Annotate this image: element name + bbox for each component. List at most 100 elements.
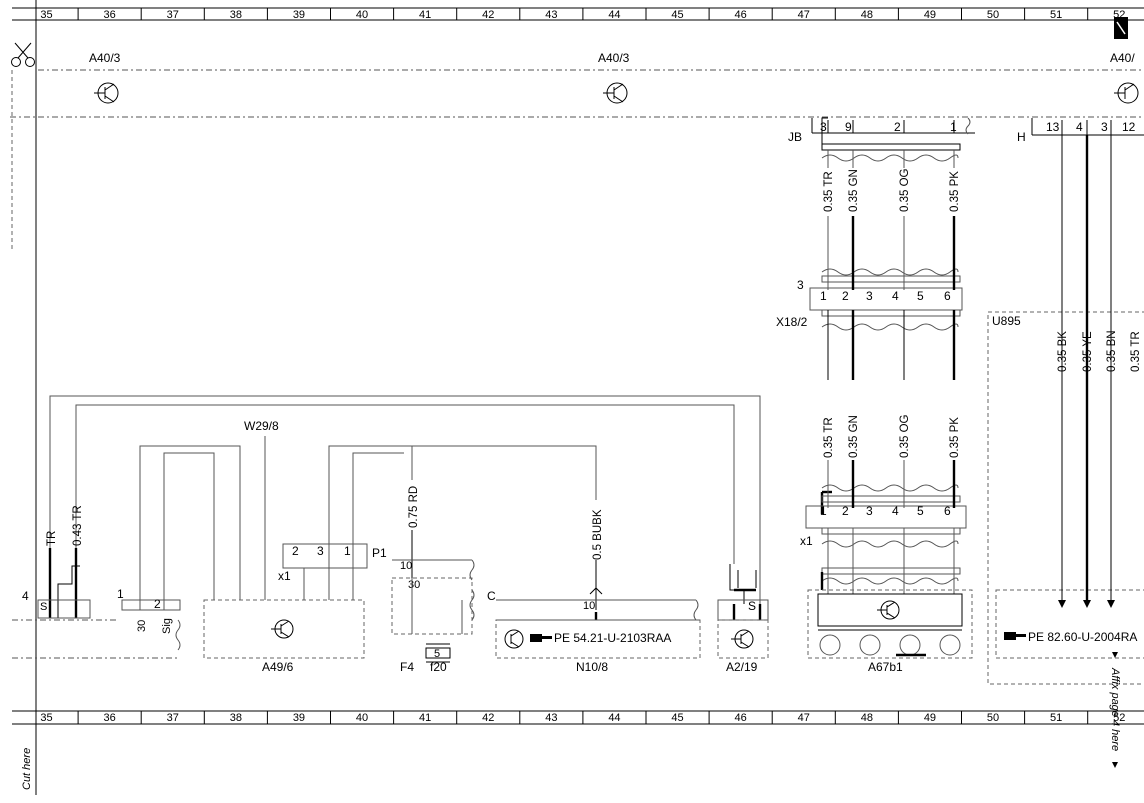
fuse-pin-30: 30	[408, 579, 420, 591]
wire-upper-0: 0.35 TR	[823, 171, 835, 212]
w29-label: W29/8	[244, 419, 279, 433]
p1-pin-1: 1	[344, 544, 351, 558]
x1-right-pin-5: 5	[917, 504, 924, 518]
wire-u895-0: 0.35 BK	[1057, 331, 1069, 372]
grid-col-bottom-45: 45	[671, 712, 683, 724]
wire-u895-2: 0.35 BN	[1106, 330, 1118, 372]
x18-pin-5: 5	[917, 289, 924, 303]
grid-ruler-bottom	[12, 710, 1144, 725]
book-icon	[1114, 17, 1128, 39]
left-pin-2: 2	[154, 597, 161, 611]
wire-u895-1: 0.35 YE	[1082, 331, 1094, 372]
p1-pin-2: 2	[292, 544, 299, 558]
x1-right-label: x1	[800, 534, 813, 548]
grid-col-bottom-48: 48	[861, 712, 873, 724]
wire-043-tr: 0.43 TR	[72, 505, 84, 546]
jb-pin-2: 2	[894, 120, 901, 134]
grid-col-top-38: 38	[230, 9, 242, 21]
transistor-icon-a49	[271, 619, 294, 639]
grid-col-bottom-44: 44	[608, 712, 620, 724]
transistor-icon-a40-left	[94, 82, 119, 104]
x18-pin-6: 6	[944, 289, 951, 303]
grid-col-top-36: 36	[104, 9, 116, 21]
grid-col-top-46: 46	[735, 9, 747, 21]
hand-pointer-icon-n10	[530, 634, 552, 642]
scissors-icon	[11, 42, 35, 67]
a40-label-mid: A40/3	[598, 51, 630, 65]
grid-col-top-52: 52	[1113, 9, 1125, 21]
left-pin-30: 30	[136, 620, 148, 632]
transistor-icon-a40-right	[1114, 82, 1139, 104]
a40-label-right: A40/	[1110, 51, 1135, 65]
grid-col-bottom-42: 42	[482, 712, 494, 724]
transistor-icon-n10	[504, 629, 524, 649]
cut-here-text: Cut here	[21, 748, 33, 790]
x1-right-pin-2: 2	[842, 504, 849, 518]
grid-col-bottom-46: 46	[735, 712, 747, 724]
left-pin-4: 4	[22, 589, 29, 603]
jb-connector-label: JB	[788, 130, 802, 144]
f20-label: f20	[430, 660, 447, 674]
grid-col-top-51: 51	[1050, 9, 1062, 21]
n10-ref: PE 54.21-U-2103RAA	[554, 631, 671, 645]
affix-text: Affix page 4 here	[1109, 667, 1121, 751]
grid-col-bottom-39: 39	[293, 712, 305, 724]
grid-col-top-41: 41	[419, 9, 431, 21]
jb-pin-3: 3	[820, 120, 827, 134]
x18-pin-group: 3	[797, 278, 804, 292]
wire-lower-2: 0.35 OG	[899, 414, 911, 458]
grid-col-top-44: 44	[608, 9, 620, 21]
grid-col-bottom-43: 43	[545, 712, 557, 724]
h-pin-4: 4	[1076, 120, 1083, 134]
left-pin-s: S	[40, 601, 47, 613]
wire-upper-3: 0.35 PK	[949, 171, 961, 212]
grid-col-bottom-51: 51	[1050, 712, 1062, 724]
grid-col-bottom-50: 50	[987, 712, 999, 724]
left-pin-sig: Sig	[161, 618, 173, 634]
wire-upper-2: 0.35 OG	[899, 168, 911, 212]
transistor-icon-a40-mid	[603, 82, 628, 104]
grid-col-top-37: 37	[167, 9, 179, 21]
x18-pin-3: 3	[866, 289, 873, 303]
fuse-pin-10: 10	[400, 560, 412, 572]
a49-label: A49/6	[262, 660, 294, 674]
wire-lower-1: 0.35 GN	[848, 415, 860, 458]
x18-connector-label: X18/2	[776, 315, 808, 329]
h-connector-label: H	[1017, 130, 1026, 144]
h-pin-13: 13	[1046, 120, 1060, 134]
jb-pin-9: 9	[845, 120, 852, 134]
x1-right-pin-4: 4	[892, 504, 899, 518]
u895-label: U895	[992, 314, 1021, 328]
wire-lower-3: 0.35 PK	[949, 417, 961, 458]
grid-col-bottom-35: 35	[40, 712, 52, 724]
grid-col-top-40: 40	[356, 9, 368, 21]
wire-05-bubk: 0.5 BUBK	[592, 509, 604, 560]
grid-col-bottom-41: 41	[419, 712, 431, 724]
grid-col-bottom-37: 37	[167, 712, 179, 724]
grid-col-bottom-40: 40	[356, 712, 368, 724]
x1-right-pin-3: 3	[866, 504, 873, 518]
transistor-icon-a67	[877, 600, 900, 620]
a2-s-label: S	[748, 599, 756, 613]
x18-pin-2: 2	[842, 289, 849, 303]
grid-col-top-50: 50	[987, 9, 999, 21]
h-pin-12: 12	[1122, 120, 1136, 134]
grid-col-bottom-49: 49	[924, 712, 936, 724]
grid-col-top-47: 47	[798, 9, 810, 21]
grid-col-bottom-47: 47	[798, 712, 810, 724]
x18-pin-4: 4	[892, 289, 899, 303]
a40-label-left: A40/3	[89, 51, 121, 65]
wire-u895-3: 0.35 TR	[1130, 331, 1142, 372]
grid-col-top-43: 43	[545, 9, 557, 21]
wire-lower-0: 0.35 TR	[823, 417, 835, 458]
x1-right-pin-1: 1	[820, 504, 827, 518]
left-pin-1: 1	[117, 587, 124, 601]
wire-tr: TR	[46, 531, 58, 546]
a67-label: A67b1	[868, 660, 903, 674]
transistor-icon-a2	[731, 629, 754, 649]
grid-col-top-39: 39	[293, 9, 305, 21]
a2-label: A2/19	[726, 660, 758, 674]
p1-label: P1	[372, 546, 387, 560]
f4-label: F4	[400, 660, 414, 674]
